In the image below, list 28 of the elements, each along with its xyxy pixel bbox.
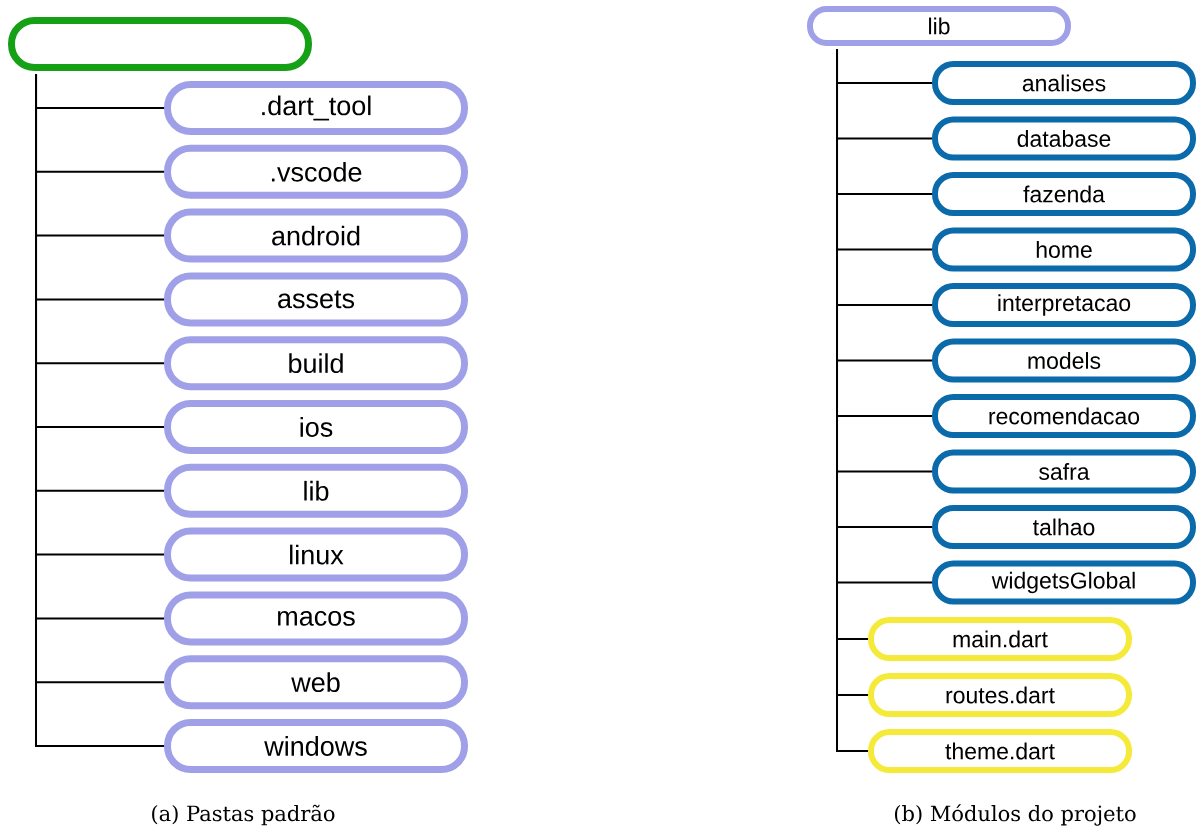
folder-box: build (164, 336, 468, 391)
folder-box: windows (164, 719, 468, 773)
folder-box: .vscode (164, 144, 468, 199)
module-folder-box: safra (932, 449, 1196, 494)
module-folder-box: analises (932, 61, 1196, 105)
subfigure-caption: (a) Pastas padrão (152, 804, 335, 826)
folder-box: linux (164, 527, 468, 582)
folder-box: macos (164, 591, 468, 646)
module-folder-box: widgetsGlobal (932, 560, 1196, 605)
file-box: routes.dart (868, 673, 1132, 717)
module-folder-box: talhao (932, 505, 1196, 549)
module-folder-box: database (932, 116, 1196, 161)
folder-box: .dart_tool (164, 81, 468, 135)
module-folder-box: models (932, 338, 1196, 383)
folder-box: web (164, 655, 468, 710)
module-folder-box: home (932, 227, 1196, 272)
folder-box: android (164, 208, 468, 263)
folder-box: lib (807, 6, 1071, 46)
subfigure-caption: (b) Módulos do projeto (895, 804, 1136, 826)
folder-box: assets (164, 272, 468, 327)
module-folder-box: recomendacao (932, 394, 1196, 438)
file-box: main.dart (868, 617, 1132, 661)
root-folder-box (8, 17, 312, 71)
module-folder-box: fazenda (932, 172, 1196, 216)
module-folder-box: interpretacao (932, 283, 1196, 327)
folder-box: ios (164, 400, 468, 454)
file-box: theme.dart (868, 729, 1132, 773)
folder-box: lib (164, 463, 468, 518)
